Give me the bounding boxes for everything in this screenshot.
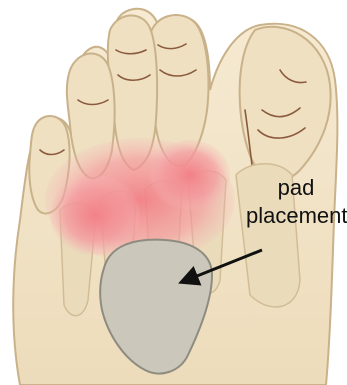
label-line-1: pad — [246, 174, 346, 202]
label-line-2: placement — [246, 202, 346, 230]
pad-placement-label: pad placement — [246, 174, 346, 230]
